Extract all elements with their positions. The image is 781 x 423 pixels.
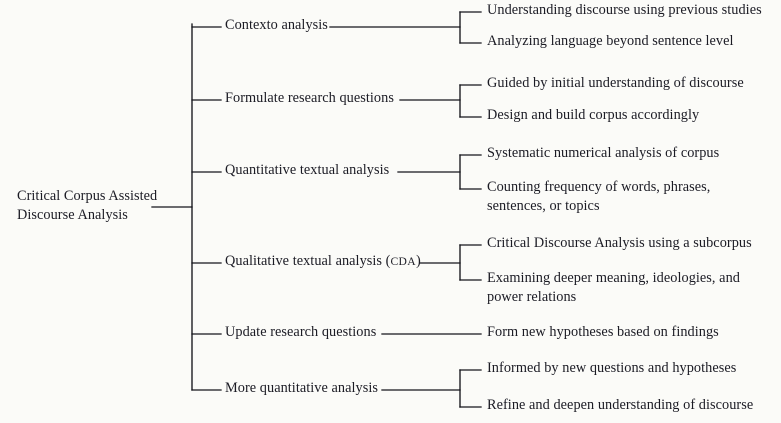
level3-label-0-1: Analyzing language beyond sentence level <box>487 33 734 49</box>
level2-label-0: Contexto analysis <box>225 17 328 33</box>
level3-label-1-1: Design and build corpus accordingly <box>487 107 700 123</box>
level3-label-2-0: Systematic numerical analysis of corpus <box>487 145 720 161</box>
level2-label-1: Formulate research questions <box>225 90 394 106</box>
level2-label-2: Quantitative textual analysis <box>225 162 390 178</box>
level3-label-1-0: Guided by initial understanding of disco… <box>487 75 744 91</box>
level3-label-3-1: Examining deeper meaning, ideologies, an… <box>487 270 740 305</box>
root-label: Critical Corpus Assisted Discourse Analy… <box>17 188 158 224</box>
level3-label-5-1: Refine and deepen understanding of disco… <box>487 397 754 413</box>
level2-label-4: Update research questions <box>225 324 377 340</box>
level3-label-3-0: Critical Discourse Analysis using a subc… <box>487 235 752 251</box>
level2-label-3: Qualitative textual analysis (CDA) <box>225 253 421 269</box>
level3-label-0-0: Understanding discourse using previous s… <box>487 2 762 18</box>
level2-label-5: More quantitative analysis <box>225 380 378 396</box>
acronym-smallcaps: CDA <box>390 255 416 268</box>
level3-label-2-1: Counting frequency of words, phrases, se… <box>487 179 711 214</box>
level3-label-5-0: Informed by new questions and hypotheses <box>487 360 737 376</box>
level3-label-4-0: Form new hypotheses based on findings <box>487 324 719 340</box>
